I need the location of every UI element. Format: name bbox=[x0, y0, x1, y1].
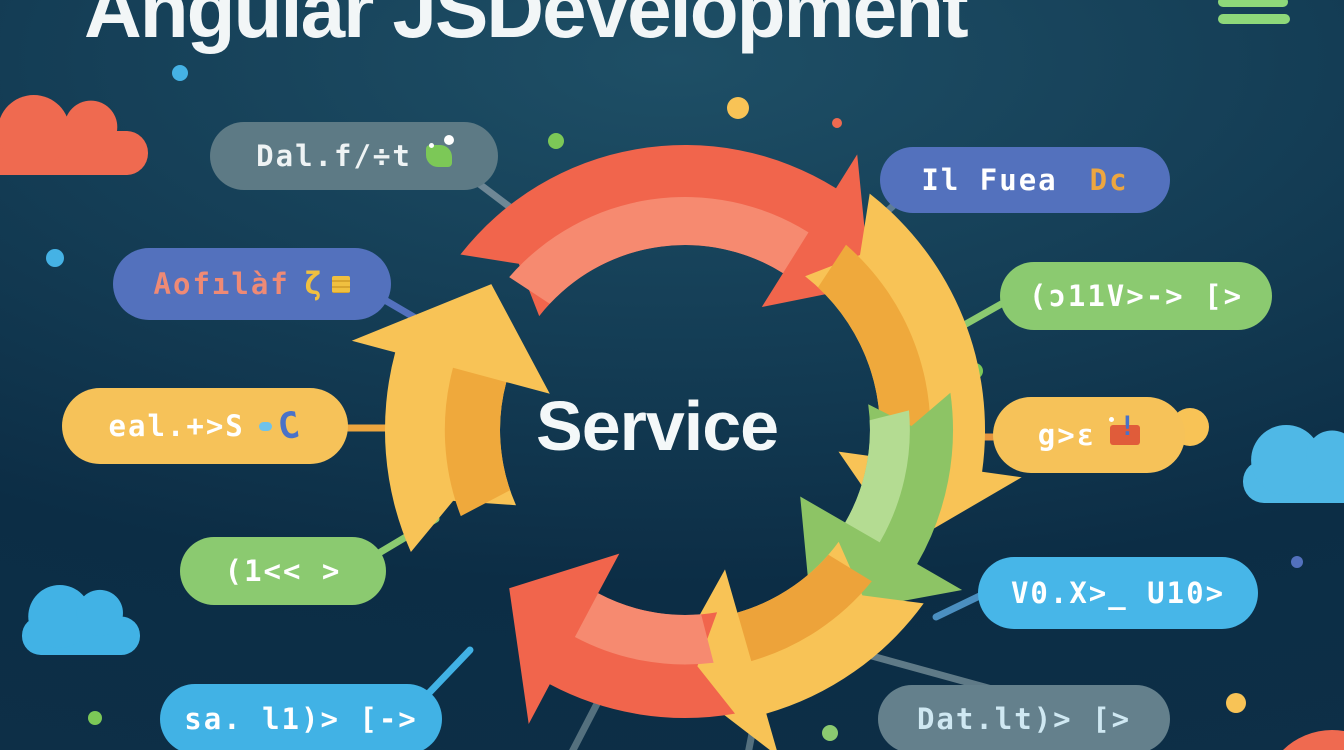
cloud-shape bbox=[76, 589, 123, 637]
pill-label: eal.+>S bbox=[108, 409, 245, 443]
pill-label: V0.X>_ U10> bbox=[1010, 576, 1226, 610]
pill-label: (1<< > bbox=[224, 554, 342, 588]
cloud-shape bbox=[64, 100, 118, 154]
node-pill-right-middle: g>ε ! bbox=[993, 397, 1185, 473]
hamburger-menu-icon[interactable] bbox=[1218, 0, 1292, 25]
decor-dot bbox=[1291, 556, 1303, 568]
node-pill-left-middle: eal.+>S C bbox=[62, 388, 348, 464]
node-pill-top-right: Il Fuea Dc bbox=[880, 147, 1170, 213]
pill-label: Aofılàf bbox=[153, 267, 290, 301]
pill-label: Il Fuea bbox=[921, 163, 1058, 197]
page-title: Angular JSDevelopment bbox=[84, 0, 969, 54]
decor-dot bbox=[727, 97, 749, 119]
cycle-arrow-band bbox=[845, 410, 910, 543]
menu-bar bbox=[1218, 14, 1290, 24]
cycle-arrow-band bbox=[818, 244, 931, 465]
cycle-arrow-band bbox=[509, 196, 809, 304]
menu-bar bbox=[1218, 0, 1288, 7]
node-pill-left-upper: Aofılàf ζ bbox=[113, 248, 391, 320]
cycle-arrow-band bbox=[737, 554, 872, 662]
decor-dot bbox=[822, 725, 838, 741]
sprout-icon bbox=[425, 135, 454, 167]
node-pill-top-left: Dal.f/÷t bbox=[210, 122, 498, 190]
node-pill-bottom-right: Dat.lt)> [> bbox=[878, 685, 1170, 750]
decor-dot bbox=[172, 65, 188, 81]
cloud-shape bbox=[0, 95, 70, 167]
decor-dot bbox=[548, 133, 564, 149]
decor-dot bbox=[88, 711, 102, 725]
pill-label: (ɔ11V>-> [> bbox=[1028, 279, 1244, 313]
zeta-icon: ζ bbox=[303, 266, 325, 302]
square-icon bbox=[332, 275, 351, 293]
pill-label: g>ε bbox=[1037, 418, 1097, 452]
node-pill-left-lower: (1<< > bbox=[180, 537, 386, 605]
cycle-arrow-band bbox=[444, 367, 511, 517]
decor-dot bbox=[832, 118, 842, 128]
decor-dot bbox=[46, 249, 64, 267]
pill-label-suffix: Dc bbox=[1089, 163, 1129, 197]
decor-dot bbox=[1283, 730, 1344, 750]
wrench-icon: C bbox=[275, 404, 305, 448]
node-pill-right-upper: (ɔ11V>-> [> bbox=[1000, 262, 1272, 330]
connector-line bbox=[424, 646, 474, 698]
alert-icon: ! bbox=[1109, 411, 1141, 445]
cloud-shape bbox=[1306, 430, 1344, 482]
connector-line bbox=[569, 694, 604, 750]
decor-dot bbox=[1226, 693, 1246, 713]
cloud-shape bbox=[1251, 425, 1322, 496]
center-label: Service bbox=[536, 387, 779, 465]
cloud-dot-icon bbox=[258, 421, 272, 431]
pill-label: Dat.lt)> [> bbox=[916, 702, 1132, 736]
cloud-shape bbox=[28, 585, 92, 648]
node-pill-bottom-left: sa. l1)> [-> bbox=[160, 684, 442, 750]
pill-label: Dal.f/÷t bbox=[256, 139, 412, 173]
node-pill-right-lower: V0.X>_ U10> bbox=[978, 557, 1258, 629]
pill-label: sa. l1)> [-> bbox=[184, 702, 418, 736]
cycle-arrow-band bbox=[574, 593, 714, 665]
